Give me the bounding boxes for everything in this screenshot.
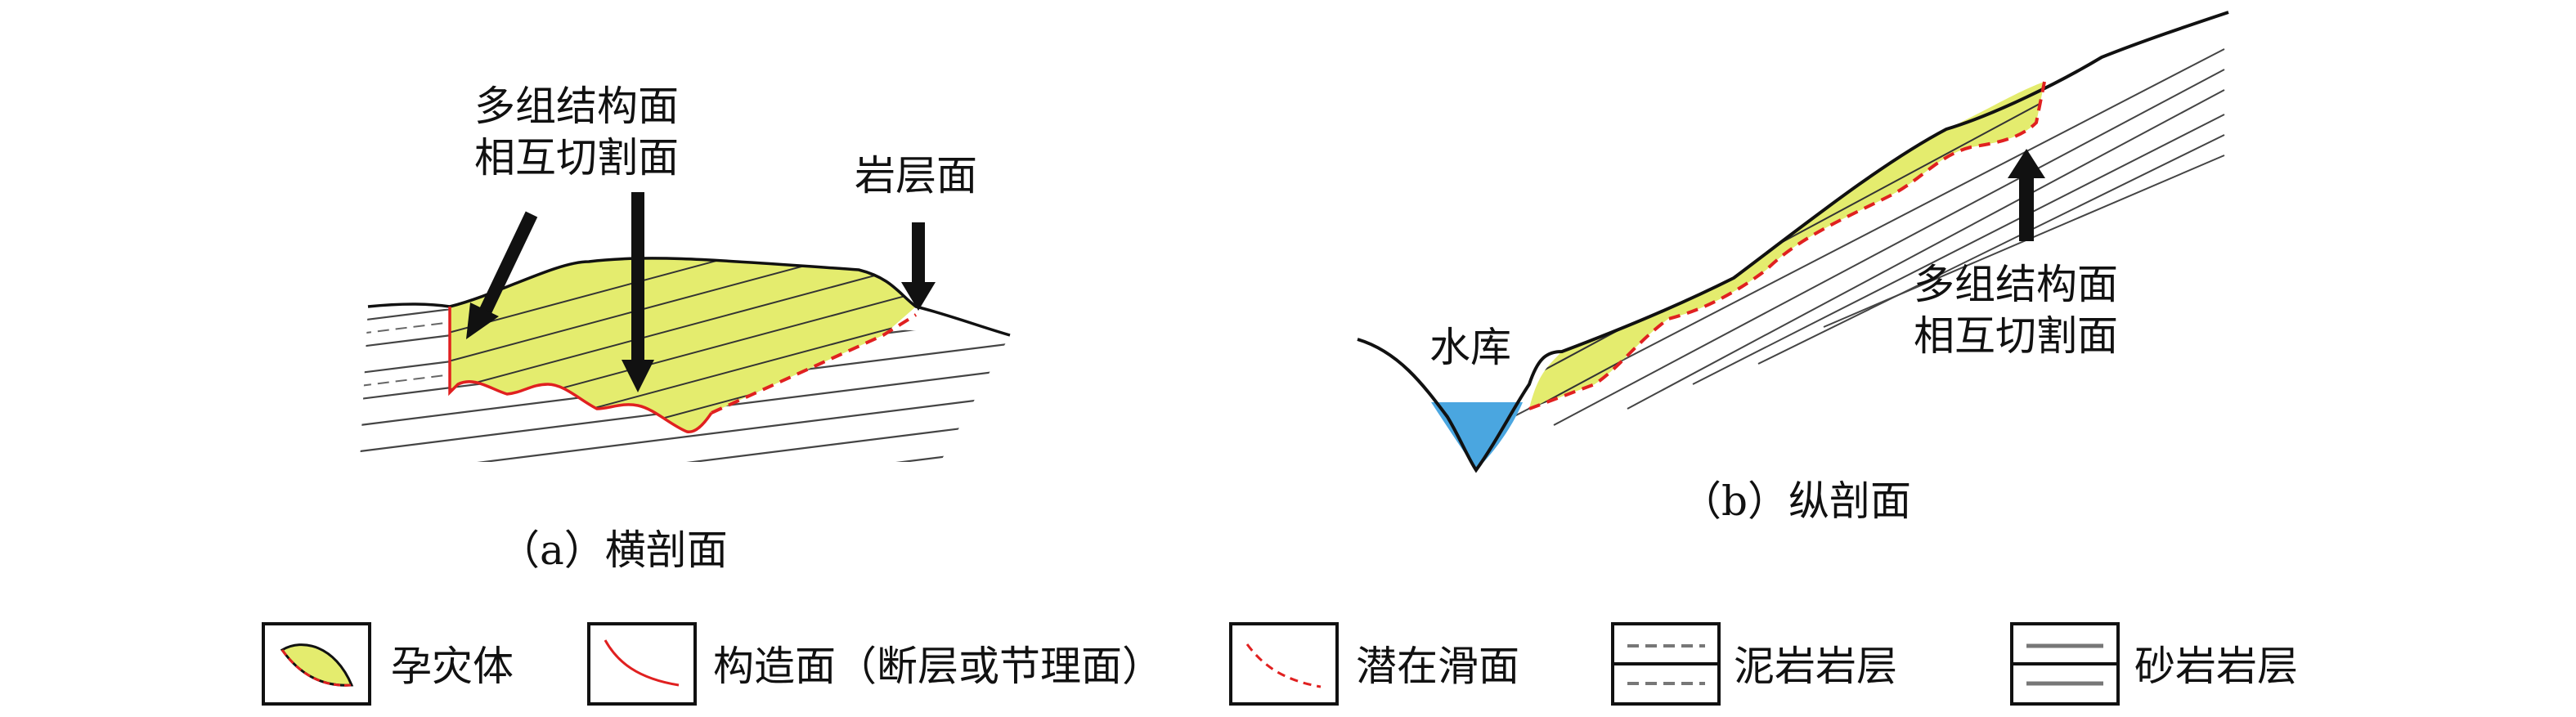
legend: 孕灾体 构造面（断层或节理面） 潜在滑面 泥岩岩层 砂岩岩层: [262, 622, 2298, 706]
cross-section-diagram: 多组结构面 相互切割面 岩层面 （a）横剖面: [360, 83, 1011, 574]
label-multi-plane-b-1: 多组结构面: [1914, 261, 2118, 308]
label-reservoir: 水库: [1429, 324, 1511, 371]
hazard-body-b: [1529, 82, 2044, 409]
slip-surface-a: [711, 313, 918, 415]
label-multi-plane-b-2: 相互切割面: [1914, 312, 2118, 360]
legend-label-mudstone: 泥岩岩层: [1734, 643, 1897, 690]
label-multi-plane-a-2: 相互切割面: [474, 134, 679, 181]
reservoir-water: [1431, 402, 1523, 470]
slope-surface-b: [1357, 11, 2229, 473]
legend-label-structure-plane: 构造面（断层或节理面）: [713, 643, 1163, 690]
label-multi-plane-a-1: 多组结构面: [474, 83, 679, 130]
arrow-multi-a-left: [466, 211, 538, 339]
arrow-multi-b: [2008, 149, 2045, 241]
caption-longitudinal-section: （b）纵剖面: [1681, 477, 1911, 525]
label-bedding-plane: 岩层面: [855, 152, 977, 199]
caption-cross-section: （a）横剖面: [499, 527, 728, 574]
structure-plane-a: [448, 307, 713, 433]
legend-item-slip-surface: 潜在滑面: [1229, 622, 1519, 706]
arrow-bedding-a: [901, 222, 936, 311]
legend-item-mudstone: 泥岩岩层: [1611, 622, 1897, 706]
legend-label-sandstone: 砂岩岩层: [2134, 643, 2298, 690]
longitudinal-section-diagram: 水库 多组结构面 相互切割面 （b）纵剖面: [1357, 11, 2229, 525]
slip-surface-b: [1528, 81, 2046, 410]
legend-item-sandstone: 砂岩岩层: [2010, 622, 2298, 706]
legend-label-slip-surface: 潜在滑面: [1356, 643, 1519, 690]
arrow-multi-a-center: [622, 192, 654, 392]
legend-item-hazard-body: 孕灾体: [262, 622, 514, 706]
legend-label-hazard-body: 孕灾体: [391, 643, 514, 690]
bedding-lines-b: [1512, 48, 2225, 426]
legend-item-structure-plane: 构造面（断层或节理面）: [587, 622, 1163, 706]
